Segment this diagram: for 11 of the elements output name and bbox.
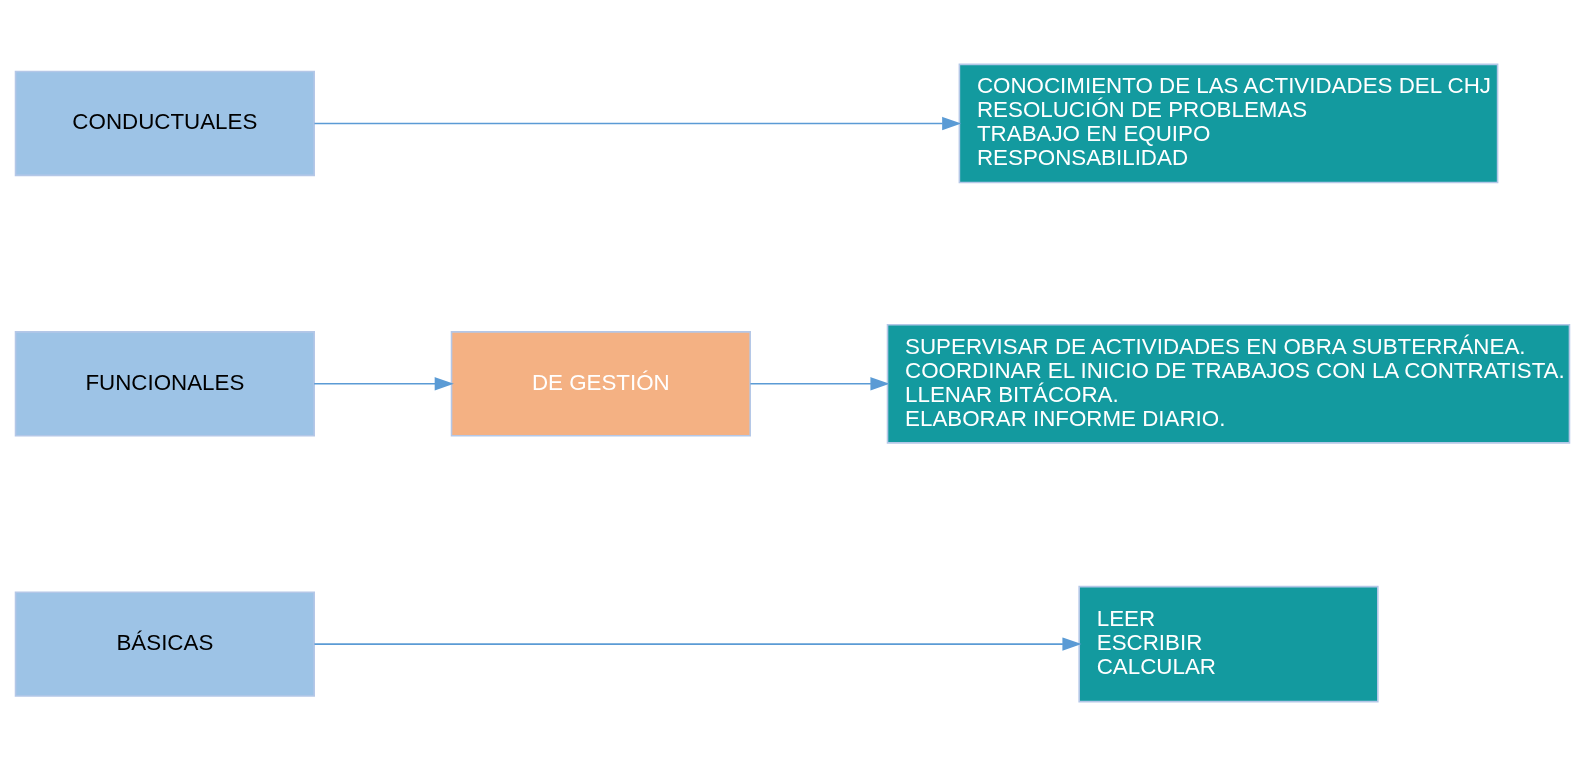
node-box: FUNCIONALES [14, 331, 315, 437]
node-box: DE GESTIÓN [450, 331, 751, 437]
arrow [313, 116, 962, 131]
node-box: LEER ESCRIBIR CALCULAR [1078, 585, 1379, 703]
arrow [313, 377, 454, 391]
node-box: CONOCIMIENTO DE LAS ACTIVIDADES DEL CHJ RESOLUCIÓN DE PROBLEMAS TRABAJO EN EQUIPO RESPONSABILIDAD [958, 63, 1499, 184]
arrow [749, 377, 890, 391]
node-box: BÁSICAS [14, 591, 315, 697]
node-box: SUPERVISAR DE ACTIVIDADES EN OBRA SUBTERRÁNEA. COORDINAR EL INICIO DE TRABAJOS CON LA CONTRATISTA. LLENAR BITÁCORA. ELABORAR INFORME DIARIO. [886, 323, 1571, 444]
node-box: CONDUCTUALES [14, 70, 315, 177]
arrow [313, 637, 1082, 651]
